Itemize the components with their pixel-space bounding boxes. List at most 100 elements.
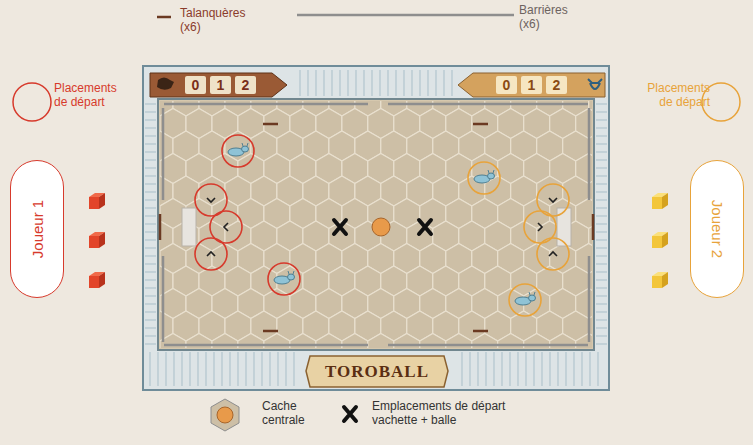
vachette-token bbox=[515, 292, 536, 305]
game-title: TOROBALL bbox=[310, 357, 444, 386]
stand-stripe bbox=[596, 152, 607, 153]
stand-stripe bbox=[596, 344, 607, 345]
stand-stripe bbox=[340, 70, 341, 96]
player-label: Joueur 1 bbox=[29, 200, 46, 258]
stand-stripe bbox=[486, 352, 487, 386]
goal bbox=[557, 208, 571, 246]
stand-stripe bbox=[348, 70, 349, 96]
score-number: 1 bbox=[521, 76, 542, 94]
red-start-sample bbox=[13, 83, 51, 121]
stand-stripe bbox=[596, 112, 607, 113]
stand-stripe bbox=[420, 70, 421, 96]
cross-sample bbox=[344, 407, 356, 421]
bull-head-icon bbox=[588, 79, 602, 89]
stand-stripe bbox=[404, 70, 405, 96]
score-number: 1 bbox=[210, 76, 231, 94]
stand-stripe bbox=[145, 312, 156, 313]
stand-stripe bbox=[590, 352, 591, 386]
player-box: Joueur 1 bbox=[10, 160, 64, 298]
player-pawn bbox=[224, 223, 228, 231]
cube bbox=[99, 193, 105, 209]
stand-stripe bbox=[596, 144, 607, 145]
stand-stripe bbox=[596, 104, 607, 105]
stand-stripe bbox=[145, 136, 156, 137]
vachette-token bbox=[474, 170, 495, 183]
stand-stripe bbox=[286, 352, 287, 386]
player-pawn bbox=[549, 252, 557, 256]
stand-stripe bbox=[145, 128, 156, 129]
scoreboard-plank bbox=[458, 73, 605, 97]
stand-stripe bbox=[478, 352, 479, 386]
stand-stripe bbox=[596, 192, 607, 193]
stand-stripe bbox=[502, 352, 503, 386]
stand-stripe bbox=[596, 296, 607, 297]
stand-stripe bbox=[598, 352, 599, 386]
bull-icon bbox=[157, 78, 174, 90]
stand-stripe bbox=[596, 240, 607, 241]
stand-stripe bbox=[596, 232, 607, 233]
start-circle bbox=[468, 162, 500, 194]
stand-stripe bbox=[558, 352, 559, 386]
stand-stripe bbox=[596, 176, 607, 177]
stand-stripe bbox=[582, 352, 583, 386]
stand-stripe bbox=[470, 352, 471, 386]
start-circle bbox=[509, 284, 541, 316]
stand-stripe bbox=[145, 176, 156, 177]
stand-stripe bbox=[596, 136, 607, 137]
stand-stripe bbox=[596, 128, 607, 129]
stand-stripe bbox=[145, 224, 156, 225]
barrieres bbox=[163, 104, 589, 345]
stand-stripe bbox=[596, 120, 607, 121]
stand-stripe bbox=[254, 352, 255, 386]
cube bbox=[89, 276, 99, 288]
stand-stripe bbox=[145, 272, 156, 273]
cube bbox=[89, 197, 99, 209]
scoreboard: 012 bbox=[458, 73, 605, 97]
stand-stripe bbox=[542, 352, 543, 386]
stand-stripe bbox=[372, 70, 373, 96]
stand-stripe bbox=[145, 296, 156, 297]
stand-stripe bbox=[145, 208, 156, 209]
central-cache bbox=[372, 218, 390, 236]
stand-stripe bbox=[428, 70, 429, 96]
stand-stripe bbox=[145, 248, 156, 249]
stand-stripe bbox=[145, 104, 156, 105]
stand-stripe bbox=[596, 320, 607, 321]
stand-stripe bbox=[462, 352, 463, 386]
player-box: Joueur 2 bbox=[690, 160, 744, 298]
stand-stripe bbox=[145, 232, 156, 233]
stand-stripe bbox=[534, 352, 535, 386]
stand-stripe bbox=[166, 352, 167, 386]
stand-stripe bbox=[356, 70, 357, 96]
start-circle bbox=[195, 238, 227, 270]
stand-stripe bbox=[412, 70, 413, 96]
cube bbox=[652, 197, 662, 209]
title-sign: TOROBALL bbox=[310, 357, 444, 386]
start-cross bbox=[334, 220, 431, 234]
stand-stripe bbox=[174, 352, 175, 386]
stand-stripe bbox=[145, 144, 156, 145]
stand-stripe bbox=[566, 352, 567, 386]
cube bbox=[662, 193, 668, 209]
cube bbox=[652, 236, 662, 248]
stand-stripe bbox=[145, 192, 156, 193]
stand-stripe bbox=[396, 70, 397, 96]
cube bbox=[89, 236, 99, 248]
start-circle bbox=[268, 263, 300, 295]
stand-stripe bbox=[294, 352, 295, 386]
stand-stripe bbox=[145, 152, 156, 153]
scoreboard: 012 bbox=[150, 73, 285, 97]
stand-stripe bbox=[596, 256, 607, 257]
stand-stripe bbox=[238, 352, 239, 386]
stand-stripe bbox=[230, 352, 231, 386]
score-number: 2 bbox=[235, 76, 256, 94]
stands bbox=[145, 70, 607, 386]
stand-stripe bbox=[596, 264, 607, 265]
stand-stripe bbox=[145, 120, 156, 121]
stand-stripe bbox=[308, 70, 309, 96]
stand-stripe bbox=[332, 70, 333, 96]
player-pawn bbox=[207, 252, 215, 256]
talanqueres bbox=[160, 124, 593, 331]
score-number: 2 bbox=[546, 76, 567, 94]
start-circle bbox=[537, 238, 569, 270]
